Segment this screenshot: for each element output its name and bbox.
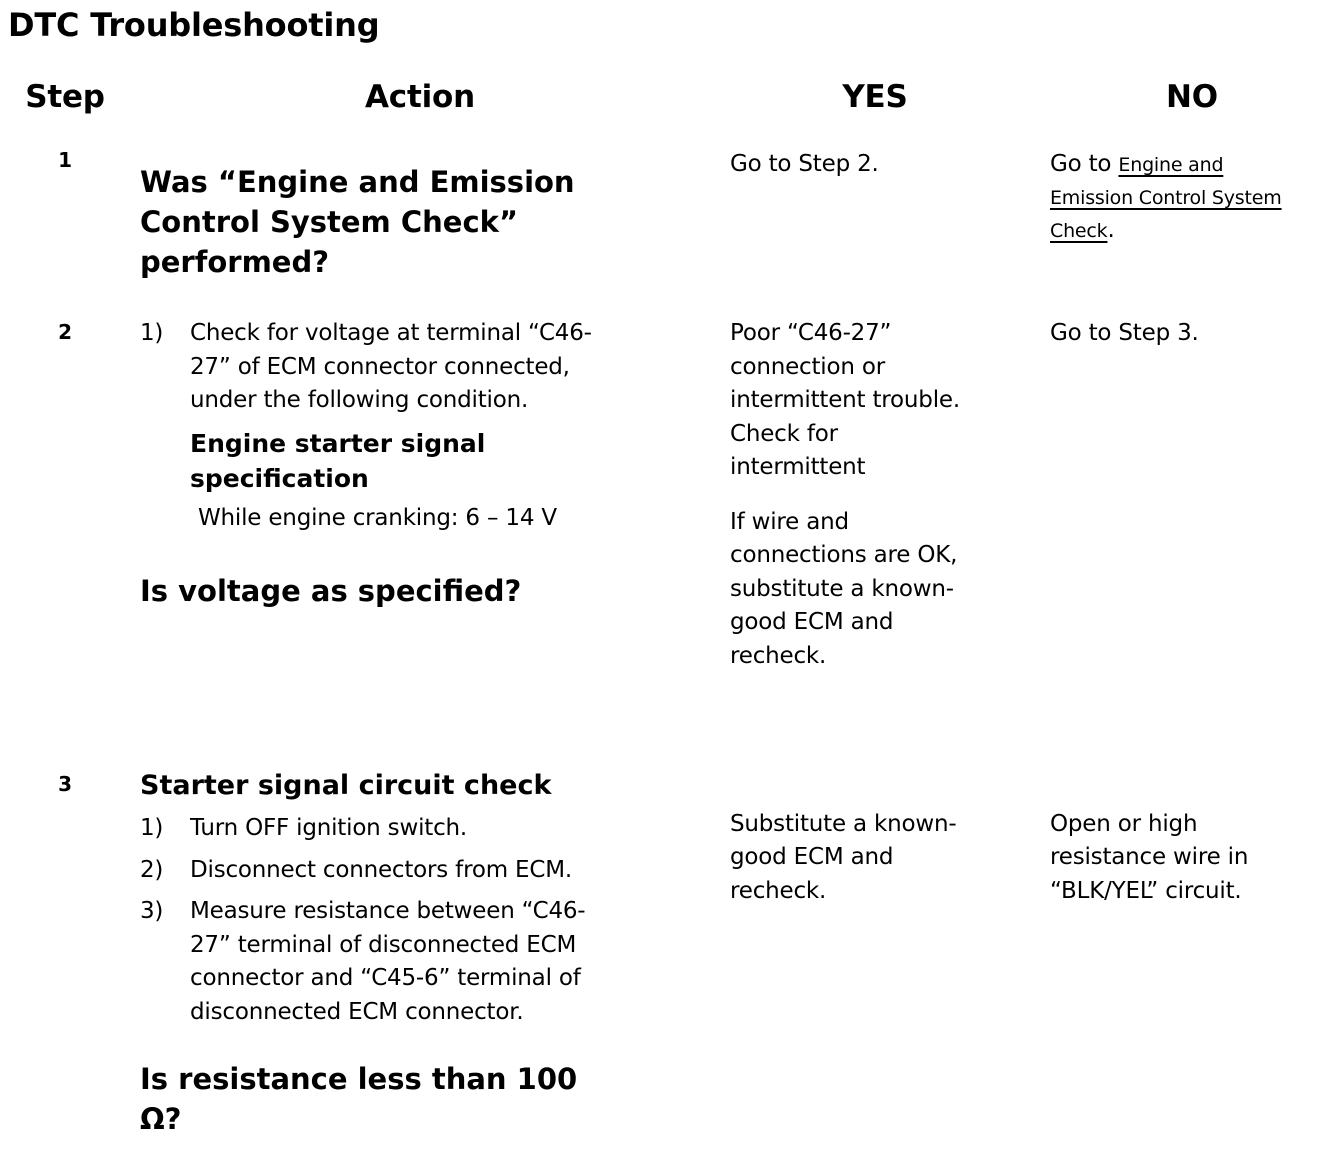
spec-value: While engine cranking: 6 – 14 V <box>198 504 557 531</box>
step-number: 2 <box>58 320 72 344</box>
yes-paragraph: If wire and connections are OK, substitu… <box>730 508 958 669</box>
action-cell: Starter signal circuit check 1) Turn OFF… <box>130 764 710 1156</box>
list-number: 1) <box>140 815 164 841</box>
no-cell: Go to Step 3. <box>1040 312 1344 764</box>
action-cell: Was “Engine and Emission Control System … <box>130 140 710 312</box>
list-text: Measure resistance between “C46- 27” ter… <box>190 898 586 1025</box>
no-text-prefix: Go to <box>1050 151 1119 177</box>
dtc-troubleshooting-page: DTC Troubleshooting Step Action YES NO 1… <box>0 6 1344 1156</box>
table-row-step1: 1 Was “Engine and Emission Control Syste… <box>0 140 1344 312</box>
col-header-no: NO <box>1166 79 1218 115</box>
action-question: Is voltage as specified? <box>140 574 522 608</box>
yes-paragraph: Poor “C46-27” connection or intermittent… <box>730 320 960 480</box>
list-number: 2) <box>140 856 164 883</box>
instruction-list: 1) Turn OFF ignition switch. 2) Disconne… <box>140 812 700 1029</box>
header-row: Step Action YES NO <box>0 79 1344 115</box>
col-header-yes: YES <box>842 79 908 115</box>
yes-cell: Poor “C46-27” connection or intermittent… <box>710 312 1040 764</box>
col-header-action: Action <box>365 79 475 115</box>
action-heading: Starter signal circuit check <box>140 770 552 801</box>
action-question: Was “Engine and Emission Control System … <box>140 165 575 279</box>
list-item: 1) Check for voltage at terminal “C46- 2… <box>140 317 700 418</box>
list-text: Disconnect connectors from ECM. <box>190 856 572 883</box>
yes-text: Substitute a known- good ECM and recheck… <box>730 810 957 904</box>
list-item: 3) Measure resistance between “C46- 27” … <box>140 895 700 1029</box>
action-cell: 1) Check for voltage at terminal “C46- 2… <box>130 312 710 764</box>
step-number: 3 <box>58 772 72 796</box>
table-row-step3: 3 Starter signal circuit check 1) Turn O… <box>0 764 1344 1156</box>
col-header-step: Step <box>25 79 105 115</box>
instruction-list: 1) Check for voltage at terminal “C46- 2… <box>140 317 700 418</box>
yes-text: Go to Step 2. <box>730 151 879 177</box>
list-item: 2) Disconnect connectors from ECM. <box>140 854 700 888</box>
action-question: Is resistance less than 100 Ω? <box>140 1062 578 1136</box>
no-cell: Open or high resistance wire in “BLK/YEL… <box>1040 764 1344 1156</box>
step-number: 1 <box>58 148 72 172</box>
spec-heading: Engine starter signal specification <box>190 428 486 493</box>
table-row-step2: 2 1) Check for voltage at terminal “C46-… <box>0 312 1344 764</box>
list-number: 1) <box>140 320 164 346</box>
no-text: Go to Step 3. <box>1050 320 1199 346</box>
no-text-suffix: . <box>1107 217 1115 243</box>
list-number: 3) <box>140 898 164 924</box>
list-item: 1) Turn OFF ignition switch. <box>140 812 700 846</box>
engine-emission-check-link[interactable]: Engine and Emission Control System Check <box>1050 154 1282 242</box>
table-body: 1 Was “Engine and Emission Control Syste… <box>0 140 1344 1156</box>
no-text: Open or high resistance wire in “BLK/YEL… <box>1050 810 1249 904</box>
yes-cell: Substitute a known- good ECM and recheck… <box>710 764 1040 1156</box>
list-text: Check for voltage at terminal “C46- 27” … <box>190 320 592 413</box>
page-title: DTC Troubleshooting <box>8 6 380 44</box>
yes-cell: Go to Step 2. <box>710 140 1040 312</box>
list-text: Turn OFF ignition switch. <box>190 815 468 841</box>
troubleshooting-table: Step Action YES NO 1 Was “Engine and Emi… <box>0 79 1344 1156</box>
no-cell: Go to Engine and Emission Control System… <box>1040 140 1344 312</box>
